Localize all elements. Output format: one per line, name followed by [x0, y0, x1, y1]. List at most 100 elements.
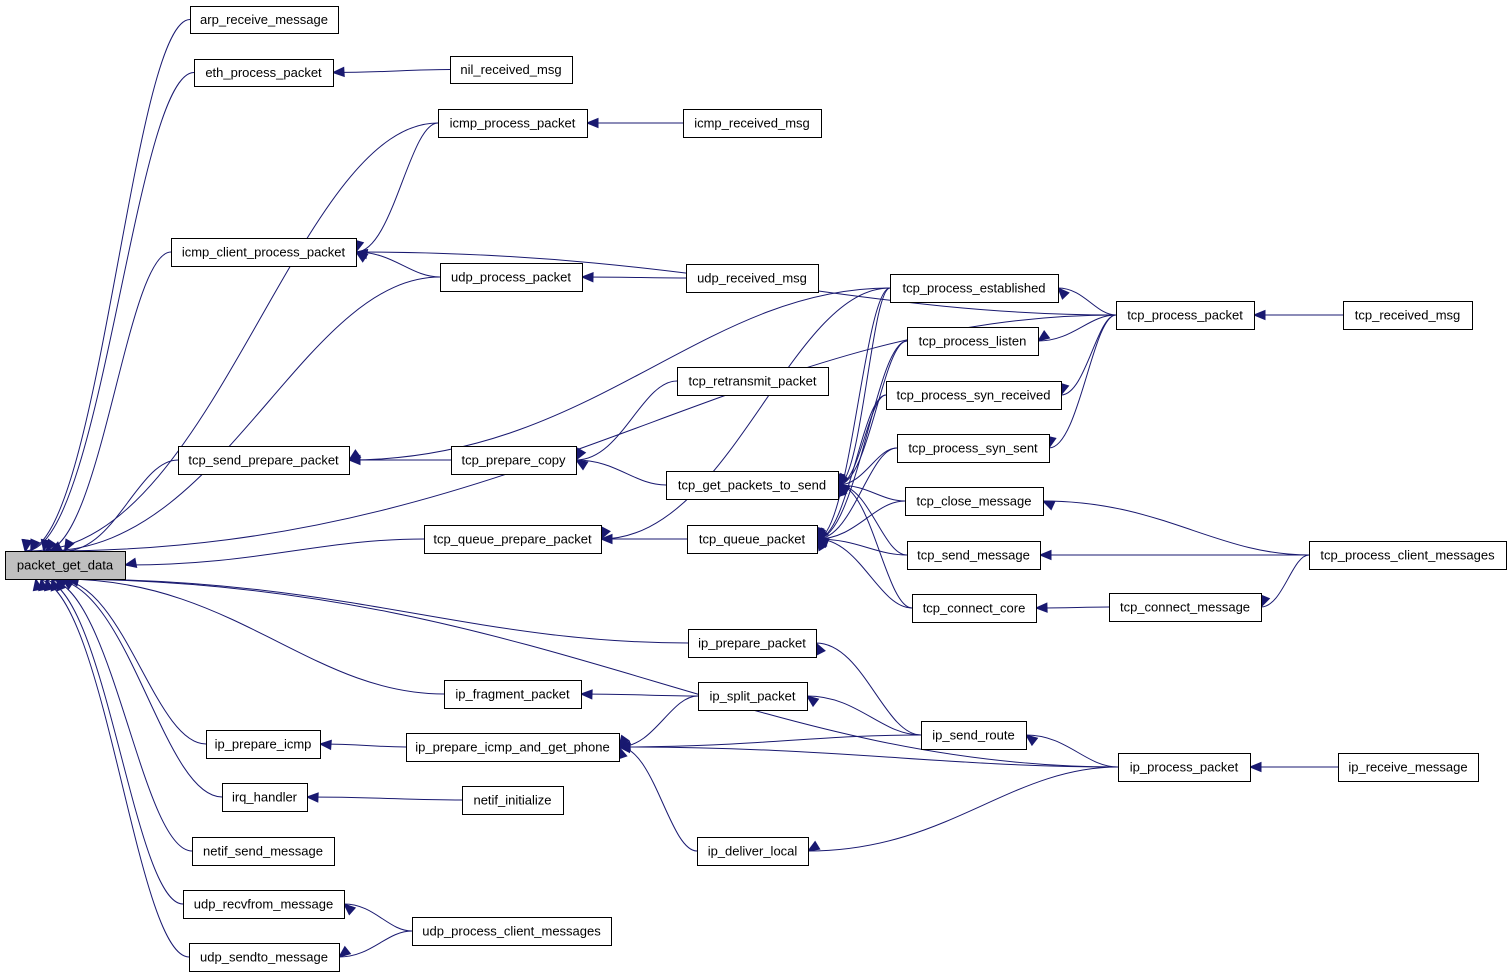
node-label: tcp_retransmit_packet	[689, 374, 817, 389]
edge-line	[124, 538, 425, 566]
node-arp-receive-message[interactable]: arp_receive_message	[190, 6, 339, 34]
arrowhead-icon	[618, 734, 630, 749]
node-tcp-send-message[interactable]: tcp_send_message	[907, 541, 1041, 570]
node-icmp-received-msg[interactable]: icmp_received_msg	[683, 109, 822, 138]
edge-udp_process_client_messages-to-udp_sendto_message	[337, 930, 413, 958]
edge-udp_process_packet-to-icmp_client_process_packet	[354, 251, 441, 278]
edge-line	[1037, 314, 1117, 342]
arrowhead-icon	[579, 689, 593, 700]
node-ip-prepare-icmp[interactable]: ip_prepare_icmp	[206, 730, 321, 759]
node-label: eth_process_packet	[205, 65, 322, 80]
node-tcp-process-packet[interactable]: tcp_process_packet	[1116, 301, 1255, 330]
node-layer: packet_get_data arp_receive_message eth_pr…	[5, 6, 1507, 972]
node-label: ip_receive_message	[1348, 760, 1467, 775]
edge-ip_receive_message-to-ip_process_packet	[1248, 761, 1339, 773]
node-box	[1109, 593, 1262, 622]
node-tcp-queue-prepare-packet[interactable]: tcp_queue_prepare_packet	[424, 525, 602, 554]
edge-ip_fragment_packet-to-packet_get_data	[61, 578, 445, 695]
edge-line	[618, 734, 922, 748]
edge-tcp_process_established-to-tcp_get_packets_to_send	[834, 287, 891, 487]
node-label: tcp_connect_message	[1120, 600, 1250, 615]
node-box	[462, 786, 564, 815]
node-box	[406, 733, 620, 762]
node-nil-received-msg[interactable]: nil_received_msg	[450, 56, 573, 84]
arrowhead-icon	[318, 739, 332, 751]
edge-ip_send_route-to-ip_split_packet	[805, 695, 922, 736]
node-label: tcp_send_prepare_packet	[188, 453, 339, 468]
node-tcp-process-syn-received[interactable]: tcp_process_syn_received	[886, 381, 1062, 410]
node-tcp-send-prepare-packet[interactable]: tcp_send_prepare_packet	[178, 446, 350, 475]
edge-line	[348, 287, 891, 461]
node-ip-receive-message[interactable]: ip_receive_message	[1338, 753, 1479, 782]
node-eth-process-packet[interactable]: eth_process_packet	[194, 59, 334, 87]
node-udp-recvfrom-message[interactable]: udp_recvfrom_message	[183, 890, 345, 919]
node-ip-send-route[interactable]: ip_send_route	[921, 721, 1027, 750]
node-tcp-close-message[interactable]: tcp_close_message	[905, 487, 1044, 516]
node-tcp-get-packets-to-send[interactable]: tcp_get_packets_to_send	[666, 471, 839, 500]
edge-icmp_received_msg-to-icmp_process_packet	[585, 117, 684, 129]
node-label: tcp_received_msg	[1355, 308, 1461, 323]
arrowhead-icon	[1034, 602, 1048, 613]
node-icmp-process-packet[interactable]: icmp_process_packet	[438, 109, 588, 138]
node-box	[440, 263, 583, 292]
node-packet-get-data[interactable]: packet_get_data	[5, 551, 126, 580]
node-udp-process-client-messages[interactable]: udp_process_client_messages	[412, 917, 612, 946]
arrowhead-icon	[574, 459, 589, 471]
node-box	[178, 446, 350, 475]
node-tcp-connect-message[interactable]: tcp_connect_message	[1109, 593, 1262, 622]
arrowhead-icon	[354, 251, 369, 263]
edge-line	[837, 287, 891, 486]
node-box	[222, 783, 308, 812]
edge-line	[332, 69, 451, 73]
node-ip-process-packet[interactable]: ip_process_packet	[1118, 753, 1251, 782]
node-box	[438, 109, 588, 138]
node-box	[697, 837, 809, 866]
node-udp-sendto-message[interactable]: udp_sendto_message	[189, 943, 340, 972]
node-netif-send-message[interactable]: netif_send_message	[192, 837, 335, 866]
node-tcp-queue-packet[interactable]: tcp_queue_packet	[687, 525, 818, 554]
node-udp-process-packet[interactable]: udp_process_packet	[440, 263, 583, 292]
node-label: icmp_received_msg	[694, 116, 810, 131]
node-tcp-process-client-messages[interactable]: tcp_process_client_messages	[1309, 541, 1507, 570]
node-ip-prepare-icmp-and-get-phone[interactable]: ip_prepare_icmp_and_get_phone	[406, 733, 620, 762]
node-box	[412, 917, 612, 946]
node-netif-initialize[interactable]: netif_initialize	[462, 786, 564, 815]
node-label: icmp_process_packet	[450, 116, 576, 131]
arrowhead-icon	[1041, 500, 1056, 511]
node-irq-handler[interactable]: irq_handler	[222, 783, 308, 812]
node-tcp-connect-core[interactable]: tcp_connect_core	[912, 594, 1037, 623]
node-box	[698, 682, 808, 711]
edge-ip_split_packet-to-ip_prepare_icmp_and_get_phone	[618, 695, 699, 749]
node-label: tcp_connect_core	[923, 601, 1026, 616]
arrowhead-icon	[599, 533, 613, 545]
node-tcp-retransmit-packet[interactable]: tcp_retransmit_packet	[677, 367, 829, 396]
edge-tcp_process_packet-to-tcp_process_listen	[1036, 314, 1117, 342]
node-ip-prepare-packet[interactable]: ip_prepare_packet	[688, 629, 817, 658]
edge-line	[1057, 287, 1117, 316]
node-box	[1338, 753, 1479, 782]
node-ip-fragment-packet[interactable]: ip_fragment_packet	[444, 680, 582, 709]
edge-netif_initialize-to-irq_handler	[305, 792, 463, 803]
node-box	[687, 525, 818, 554]
node-udp-received-msg[interactable]: udp_received_msg	[686, 264, 819, 293]
node-box	[206, 730, 321, 759]
edge-tcp_process_packet-to-tcp_process_established	[1057, 287, 1117, 316]
edge-tcp_received_msg-to-tcp_process_packet	[1252, 309, 1343, 321]
edge-line	[355, 251, 441, 278]
node-icmp-client-process-packet[interactable]: icmp_client_process_packet	[171, 238, 357, 267]
node-tcp-received-msg[interactable]: tcp_received_msg	[1343, 301, 1473, 330]
edge-tcp_prepare_copy-to-tcp_send_prepare_packet	[347, 454, 452, 466]
node-tcp-process-established[interactable]: tcp_process_established	[890, 274, 1059, 303]
arrowhead-icon	[331, 66, 345, 78]
node-ip-deliver-local[interactable]: ip_deliver_local	[697, 837, 809, 866]
edge-line	[1042, 500, 1310, 556]
node-label: tcp_process_syn_sent	[908, 441, 1038, 456]
node-label: nil_received_msg	[460, 62, 561, 77]
node-tcp-prepare-copy[interactable]: tcp_prepare_copy	[451, 446, 577, 475]
node-tcp-process-syn-sent[interactable]: tcp_process_syn_sent	[897, 434, 1050, 463]
node-ip-split-packet[interactable]: ip_split_packet	[698, 682, 808, 711]
node-box	[183, 890, 345, 919]
edge-ip_process_packet-to-ip_deliver_local	[806, 766, 1119, 852]
node-box	[921, 721, 1027, 750]
node-tcp-process-listen[interactable]: tcp_process_listen	[907, 327, 1039, 356]
